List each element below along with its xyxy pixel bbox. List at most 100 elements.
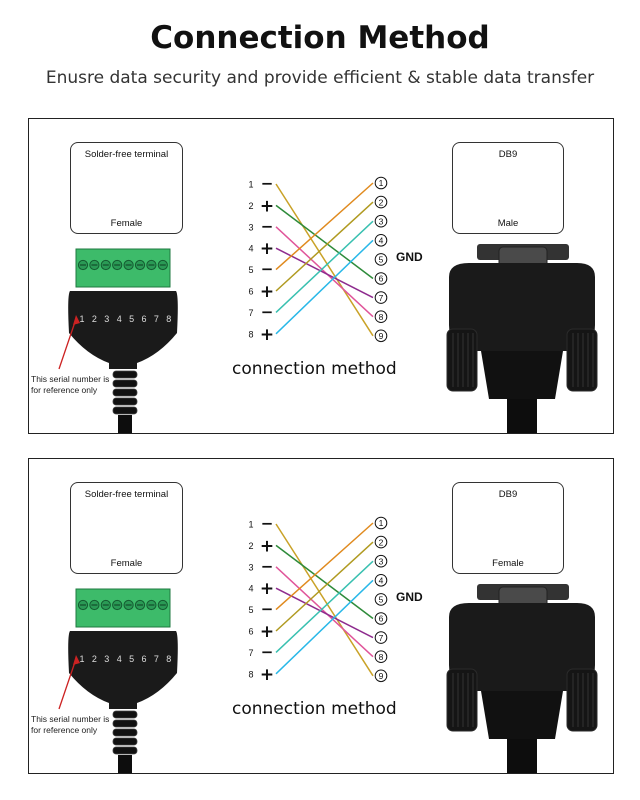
db9-callout: DB9 Male: [452, 142, 564, 234]
left-pin-polarity: −: [261, 557, 274, 575]
db9-cable: [507, 739, 537, 773]
db9-thumbscrew-left: [446, 328, 478, 392]
terminal-number-label: 5: [129, 314, 134, 324]
wire: [275, 544, 374, 620]
left-pin-number: 2: [248, 201, 253, 211]
wire: [275, 541, 374, 632]
connection-panel-male: 123456781234567891−2+3−4+5−6+7−8+1234567…: [28, 118, 614, 434]
page-title: Connection Method: [150, 20, 490, 56]
right-pin-circle: [374, 593, 388, 606]
right-pin-circle: [374, 631, 388, 644]
wire: [275, 226, 374, 318]
left-pin-polarity: −: [261, 643, 274, 661]
left-pin-number: 4: [248, 584, 253, 594]
cable-strain-ring: [112, 379, 138, 388]
db9-title: DB9: [498, 149, 518, 160]
db9-title: DB9: [498, 489, 518, 500]
right-pin-number: 1: [379, 518, 384, 528]
right-pin-circle: [374, 253, 388, 266]
left-pin-polarity: −: [261, 515, 274, 533]
cable-strain-ring: [112, 719, 138, 728]
right-pin-number: 3: [379, 216, 384, 226]
terminal-number-label: 3: [104, 654, 109, 664]
right-pin-circle: [374, 214, 388, 228]
wire: [275, 587, 374, 639]
cable: [118, 755, 132, 773]
cable-strain-ring: [112, 710, 138, 719]
left-pin-number: 6: [248, 627, 253, 637]
connection-panel-female: 123456785432198761−2+3−4+5−6+7−8+1234567…: [28, 458, 614, 774]
right-pin-number: 7: [379, 293, 384, 303]
terminal-number-label: 6: [141, 654, 146, 664]
wire: [275, 523, 374, 677]
terminal-number-label: 7: [154, 314, 159, 324]
right-pin-number: 7: [379, 633, 384, 643]
right-pin-number: 4: [379, 576, 384, 586]
left-pin-number: 1: [248, 180, 253, 190]
right-pin-number: 4: [379, 236, 384, 246]
reference-note: This serial number is for reference only: [31, 714, 110, 735]
cable-strain-ring: [112, 397, 138, 406]
left-pin-number: 7: [248, 308, 253, 318]
cable-strain-ring: [112, 388, 138, 397]
terminal-number-label: 8: [166, 654, 171, 664]
right-pin-circle: [374, 612, 388, 625]
right-pin-circle: [374, 669, 388, 683]
left-pin-polarity: −: [261, 175, 274, 193]
db9-black-housing: [449, 603, 595, 691]
db9-gender-label: Female: [492, 558, 524, 569]
cable-strain-ring: [112, 370, 138, 379]
db9-black-housing: [449, 263, 595, 351]
right-pin-circle: [374, 535, 388, 549]
right-pin-circle: [374, 554, 388, 568]
note-arrow-head: [73, 315, 80, 325]
cable-strain-ring: [112, 406, 138, 415]
terminal-number-label: 5: [129, 654, 134, 664]
right-pin-number: 6: [379, 614, 384, 624]
db9-cable: [507, 399, 537, 433]
left-pin-number: 4: [248, 244, 253, 254]
right-pin-number: 2: [379, 197, 384, 207]
left-pin-number: 6: [248, 287, 253, 297]
left-pin-number: 5: [248, 265, 253, 275]
wire: [275, 560, 374, 653]
right-pin-circle: [374, 234, 388, 247]
left-pin-polarity: +: [260, 239, 274, 259]
terminal-gender-label: Female: [110, 558, 143, 569]
left-pin-polarity: −: [261, 260, 274, 278]
left-pin-number: 5: [248, 605, 253, 615]
left-pin-polarity: −: [261, 303, 274, 321]
db9-thumbscrew-right: [566, 328, 598, 392]
connection-method-label: connection method: [232, 699, 397, 719]
terminal-title: Solder-free terminal: [84, 489, 169, 500]
terminal-gender-label: Female: [110, 218, 143, 229]
right-pin-number: 9: [379, 331, 384, 341]
wire: [275, 522, 374, 611]
left-pin-number: 8: [248, 669, 253, 679]
wire: [275, 220, 374, 313]
left-pin-polarity: +: [260, 665, 274, 685]
right-pin-number: 5: [379, 255, 384, 265]
terminal-number-label: 4: [117, 654, 122, 664]
terminal-number-label: 4: [117, 314, 122, 324]
terminal-number-label: 1: [79, 314, 84, 324]
terminal-number-label: 6: [141, 314, 146, 324]
reference-note: This serial number is for reference only: [31, 374, 110, 395]
terminal-black-housing: [68, 291, 178, 369]
left-pin-number: 3: [248, 562, 253, 572]
right-pin-number: 6: [379, 274, 384, 284]
note-arrow-head: [73, 655, 80, 665]
terminal-number-label: 3: [104, 314, 109, 324]
terminal-title: Solder-free terminal: [84, 149, 169, 160]
wire: [275, 579, 374, 675]
gnd-label: GND: [396, 250, 423, 264]
right-pin-circle: [374, 516, 388, 530]
right-pin-number: 8: [379, 652, 384, 662]
db9-boot: [481, 691, 563, 739]
cable-strain-ring: [112, 737, 138, 746]
left-pin-number: 8: [248, 329, 253, 339]
left-pin-number: 1: [248, 520, 253, 530]
panel-artwork: 123456781234567891−2+3−4+5−6+7−8+1234567…: [58, 164, 598, 433]
wire: [275, 182, 374, 271]
cable: [118, 415, 132, 433]
